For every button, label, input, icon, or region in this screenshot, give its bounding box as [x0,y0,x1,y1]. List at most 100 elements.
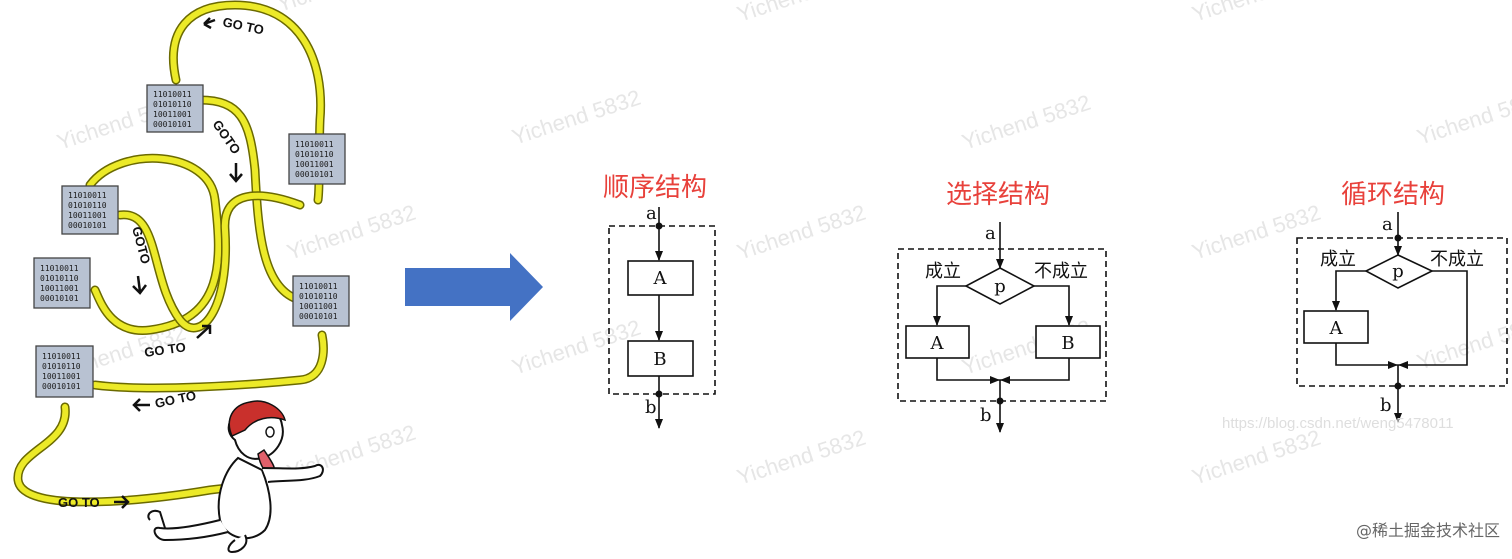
transition-arrow [405,253,543,321]
watermark: Yichend 5832 [509,85,644,150]
chip-line: 00010101 [299,312,338,321]
arrowhead-icon [996,423,1004,433]
arm-icon [262,465,323,482]
process-label: A [1329,318,1344,339]
goto-text: GOTO [210,117,244,157]
arrowhead-icon [1388,361,1398,369]
arrowhead-icon [655,419,663,429]
chip-line: 01010110 [299,292,338,301]
loop-structure: 循环结构 a p 成立 不成立 A b [1297,180,1507,423]
sequence-title: 顺序结构 [603,173,707,203]
sequence-structure: 顺序结构 a A B b [603,173,715,429]
junction-dot [997,398,1004,405]
arrow-left-icon [204,18,215,28]
watermark: Yichend 5832 [284,200,419,265]
watermark: Yichend 5832 [734,0,869,27]
chip-line: 00010101 [68,221,107,230]
junction-dot [656,391,663,398]
chip-line: 10011001 [299,302,338,311]
watermark: Yichend 5832 [1189,0,1324,27]
chip-line: 00010101 [40,294,79,303]
chip-line: 10011001 [68,211,107,220]
loop-title: 循环结构 [1341,180,1445,210]
credit-text: @稀土掘金技术社区 [1356,521,1500,540]
binary-chip: 11010011 01010110 10011001 00010101 [62,186,118,234]
flow-line [937,286,966,325]
yes-label: 成立 [925,261,961,282]
leg-icon [155,520,228,540]
watermark: Yichend 5832 [734,200,869,265]
binary-chip: 11010011 01010110 10011001 00010101 [289,134,345,184]
selection-structure: 选择结构 a p 成立 不成立 A B b [898,180,1106,433]
process-label: B [653,349,666,370]
flow-line [1034,286,1069,325]
no-label: 不成立 [1034,261,1088,282]
exit-label: b [1380,395,1392,416]
no-label: 不成立 [1430,249,1484,270]
process-label: A [653,268,668,289]
shoe-icon [148,511,165,528]
chip-line: 00010101 [295,170,334,179]
arrow-left-icon [134,399,150,411]
goto-text: GO TO [58,495,100,510]
watermark: Yichend 5832 [734,425,869,490]
arrowhead-icon [655,331,663,341]
entry-label: a [1382,214,1393,235]
chip-line: 01010110 [42,362,81,371]
eye-icon [266,427,274,437]
arrow-down-icon [230,163,242,181]
binary-chip: 11010011 01010110 10011001 00010101 [36,346,93,397]
chip-line: 01010110 [68,201,107,210]
arrowhead-icon [1000,376,1010,384]
arrowhead-icon [933,316,941,326]
junction-dot [1395,235,1402,242]
goto-label: GO TO [204,14,265,37]
arrowhead-icon [1332,301,1340,311]
watermark: Yichend 5832 [1414,85,1512,150]
watermark: Yichend 5832 [959,90,1094,155]
exit-label: b [980,405,992,426]
chip-line: 00010101 [42,382,81,391]
exit-label: b [645,397,657,418]
chip-line: 10011001 [153,110,192,119]
condition-label: p [994,276,1006,297]
yes-label: 成立 [1320,249,1356,270]
goto-text: GO TO [221,14,265,37]
chip-line: 01010110 [40,274,79,283]
chip-line: 11010011 [295,140,334,149]
chip-line: 01010110 [153,100,192,109]
arrowhead-icon [990,376,1000,384]
arrowhead-icon [655,251,663,261]
chip-line: 10011001 [295,160,334,169]
binary-chip: 11010011 01010110 10011001 00010101 [147,85,203,132]
flow-line [1336,271,1366,310]
selection-title: 选择结构 [946,180,1050,210]
spaghetti-illustration: 11010011 01010110 10011001 00010101 1101… [18,5,349,552]
chip-line: 00010101 [153,120,192,129]
chip-line: 11010011 [153,90,192,99]
process-label: B [1061,333,1074,354]
watermark: Yichend 5832 [1189,425,1324,490]
arrowhead-icon [1398,361,1408,369]
chip-line: 11010011 [68,191,107,200]
condition-label: p [1392,261,1404,282]
arrow-down-icon [133,276,146,293]
binary-chip: 11010011 01010110 10011001 00010101 [293,276,349,326]
body-icon [219,458,271,538]
chip-line: 10011001 [40,284,79,293]
junction-dot [656,223,663,230]
chip-line: 11010011 [42,352,81,361]
url-watermark: https://blog.csdn.net/weng5478011 [1222,415,1454,432]
binary-chip: 11010011 01010110 10011001 00010101 [34,258,90,308]
chip-line: 11010011 [40,264,79,273]
watermark: Yichend 5832 [1189,200,1324,265]
chip-line: 01010110 [295,150,334,159]
watermark: Yichend 5832 [509,315,644,380]
process-label: A [930,333,945,354]
entry-label: a [646,203,657,224]
watermark: Yichend 5832 [274,0,409,17]
chip-line: 11010011 [299,282,338,291]
entry-label: a [985,223,996,244]
junction-dot [1395,383,1402,390]
